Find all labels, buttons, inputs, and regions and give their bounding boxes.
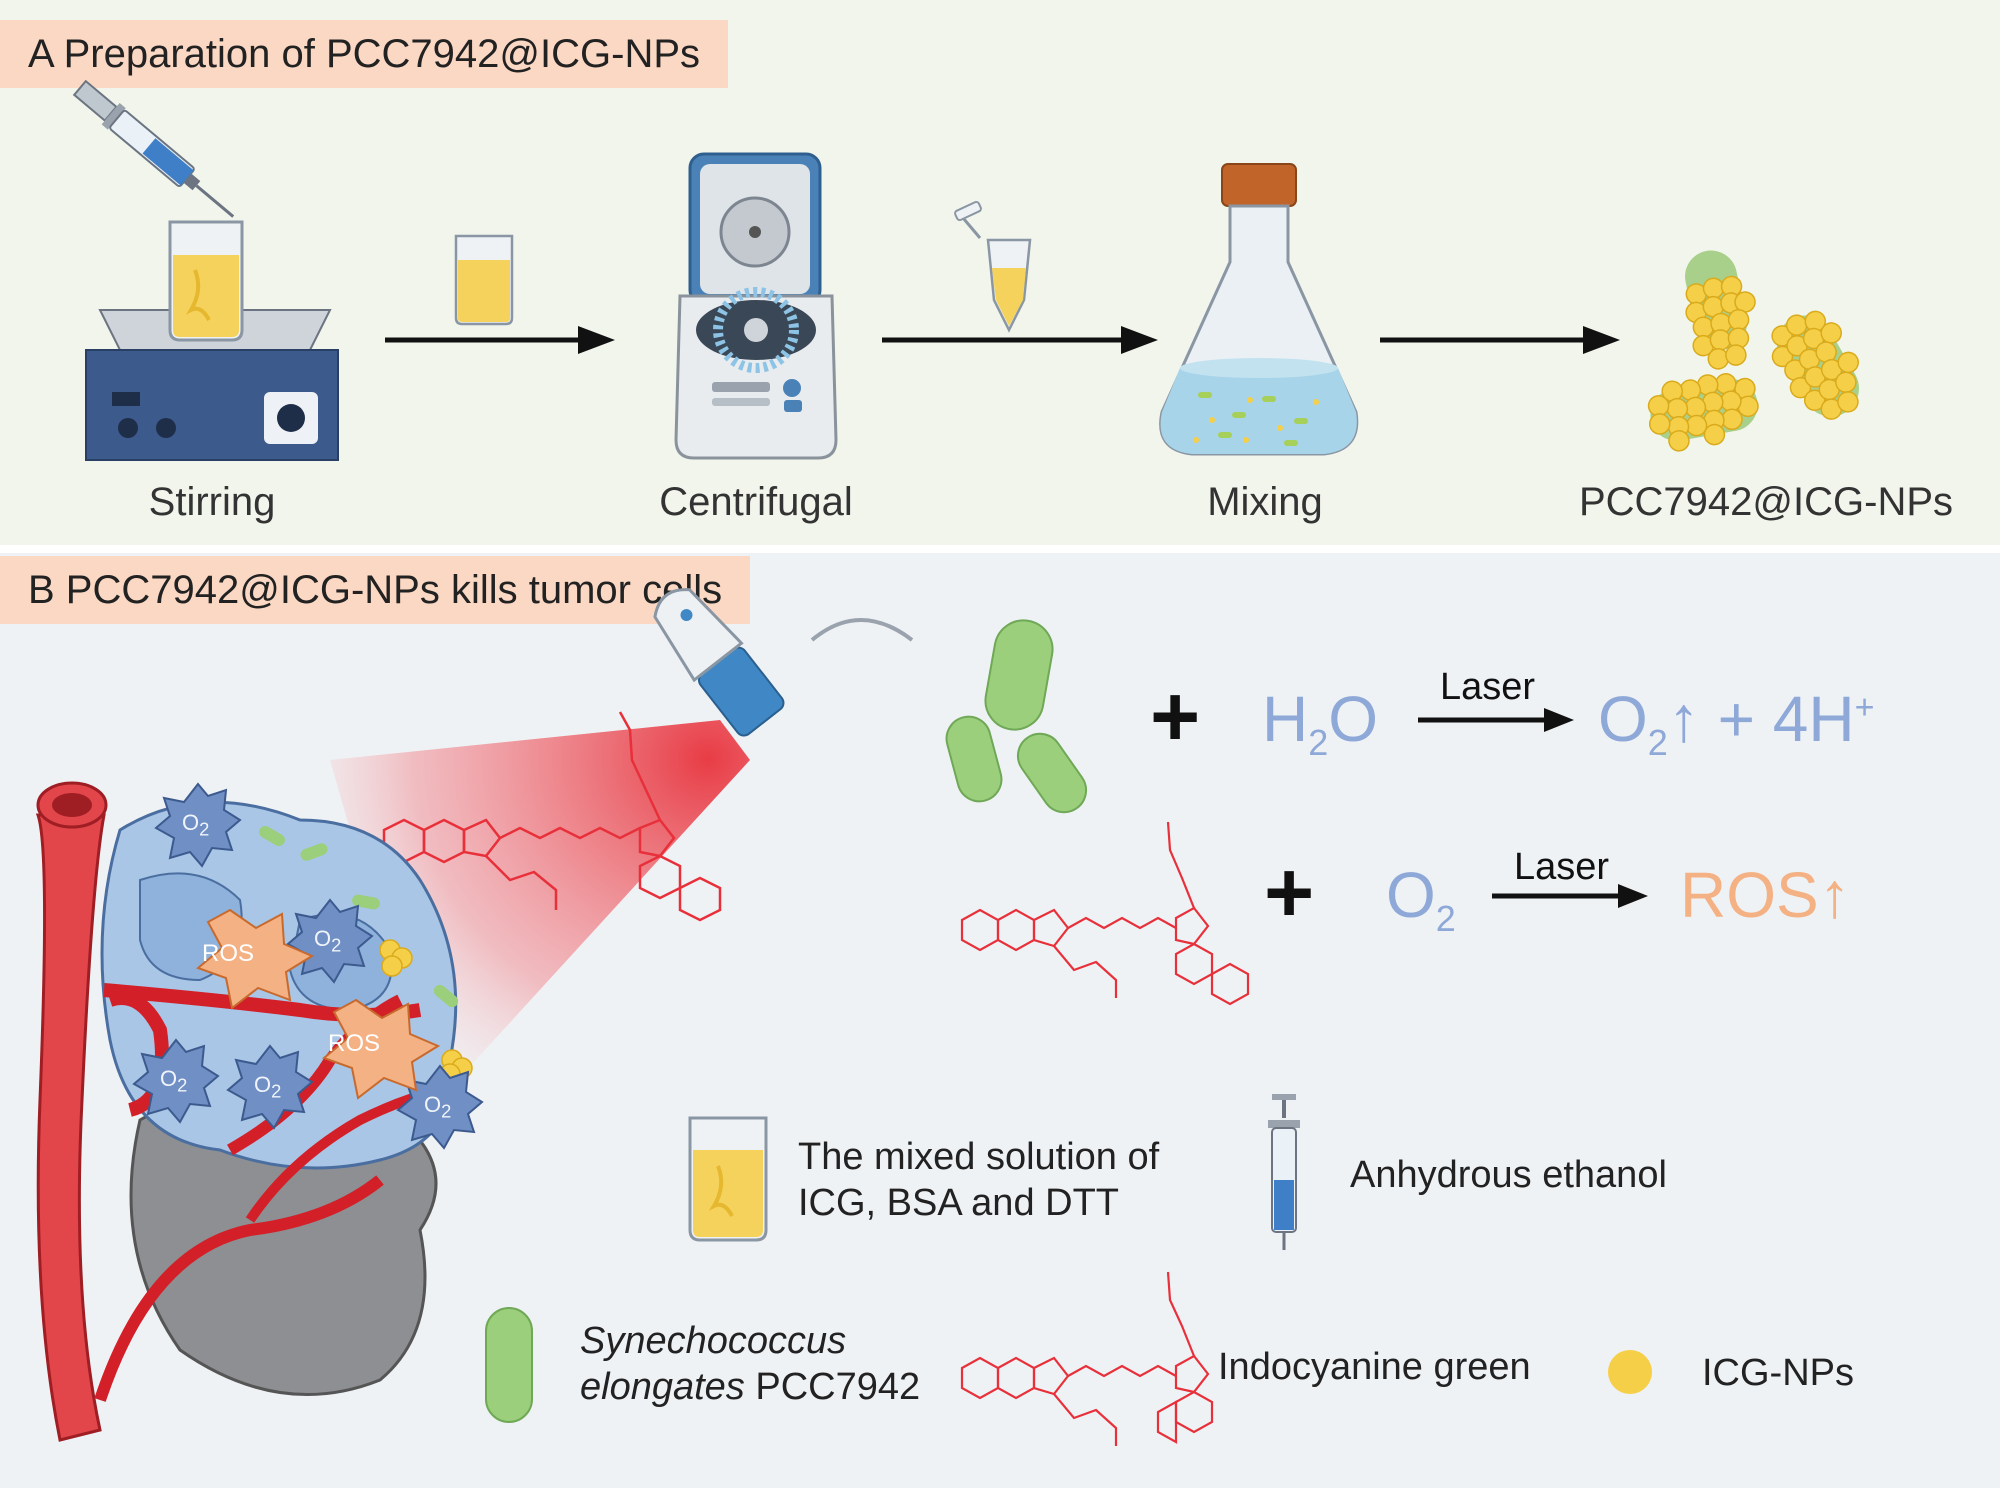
blood-vessel-icon: [35, 781, 108, 1442]
centrifuge-icon: [674, 152, 838, 460]
legend-species-genus: Synechococcus: [580, 1320, 847, 1362]
plus-sign: +: [1150, 669, 1201, 765]
bacterium-icon: [259, 826, 459, 1008]
oxygen-label: O2: [424, 1092, 452, 1122]
process-arrow-3: [1380, 326, 1620, 354]
beaker-icon: [168, 220, 244, 342]
oxygen-label: O2: [160, 1066, 188, 1096]
microtube-icon: [954, 200, 1032, 333]
flask-icon: [1159, 163, 1359, 456]
legend-icg-nps: ICG-NPs: [1702, 1352, 1854, 1394]
step-label-stirring: Stirring: [148, 480, 276, 524]
legend-beaker-icon: [688, 1116, 768, 1242]
plus-sign: +: [1264, 845, 1315, 941]
stirring-hotplate-icon: [85, 309, 339, 461]
step-label-product: PCC7942@ICG-NPs: [1578, 480, 1954, 524]
legend-icg-np-icon: [1608, 1350, 1652, 1394]
icg-molecule-diagram: [960, 821, 1250, 1006]
bacterium-icon: [945, 619, 1088, 814]
reaction-arrow-2: [1492, 884, 1648, 908]
legend-icg-molecule-diagram: [960, 1271, 1214, 1446]
laser-label: Laser: [1440, 666, 1536, 708]
panel-b-title: B PCC7942@ICG-NPs kills tumor cells: [0, 556, 751, 624]
pcc7942-icg-np-particle-icon: [1646, 371, 1761, 454]
ros-product: ROS↑: [1680, 859, 1851, 931]
panel-a-title: A Preparation of PCC7942@ICG-NPs: [0, 20, 729, 88]
legend-mixed-solution-line2: ICG, BSA and DTT: [798, 1182, 1119, 1224]
step-label-centrifugal: Centrifugal: [659, 480, 853, 524]
legend-species: Synechococcus elongates PCC7942: [580, 1318, 920, 1410]
laser-probe-icon: [653, 588, 914, 737]
small-beaker-icon: [454, 234, 514, 326]
ros-label: ROS: [328, 1030, 381, 1057]
ros-label: ROS: [202, 940, 255, 967]
syringe-icon: [72, 79, 235, 218]
legend-mixed-solution: The mixed solution of ICG, BSA and DTT: [798, 1134, 1159, 1226]
process-arrow-1: [385, 326, 615, 354]
pcc7942-icg-np-particle-icon: [1767, 306, 1863, 424]
legend-ethanol: Anhydrous ethanol: [1350, 1154, 1667, 1196]
oxygen-formula: O2: [1386, 859, 1456, 939]
icg-molecule-diagram: [382, 711, 722, 922]
legend-bacterium-icon: [485, 1307, 533, 1423]
oxygen-label: O2: [182, 810, 210, 840]
pcc7942-icg-np-particle-icon: [1683, 250, 1758, 372]
legend-syringe-icon: [1268, 1094, 1300, 1250]
step-label-mixing: Mixing: [1207, 480, 1323, 524]
ros-cell-icon: [196, 908, 441, 1100]
legend-icg: Indocyanine green: [1218, 1346, 1531, 1388]
process-arrow-2: [882, 326, 1158, 354]
oxygen-proton-products: O2↑ + 4H+: [1598, 683, 1875, 763]
legend-species-line2: elongates PCC7942: [580, 1366, 921, 1408]
reaction-arrow-1: [1418, 708, 1574, 732]
oxygen-label: O2: [314, 926, 342, 956]
laser-label: Laser: [1514, 846, 1610, 888]
oxygen-label: O2: [254, 1072, 282, 1102]
legend-mixed-solution-line1: The mixed solution of: [798, 1136, 1160, 1178]
water-formula: H2O: [1262, 683, 1379, 763]
